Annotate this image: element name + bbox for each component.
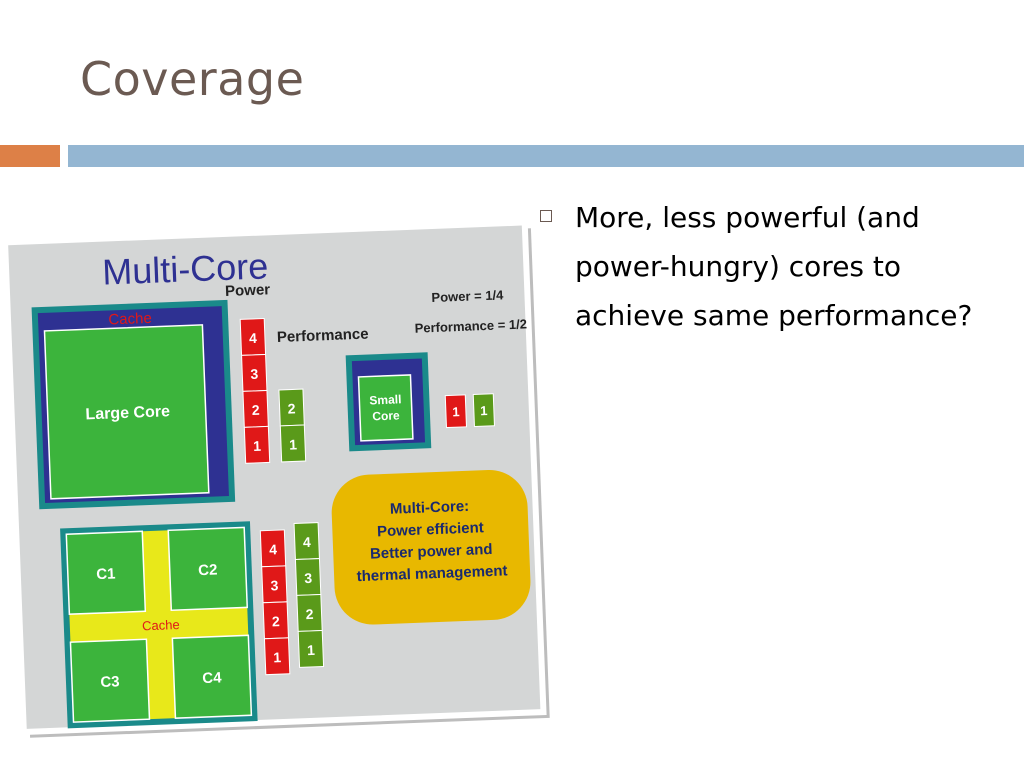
multicore-figure: Multi-Core Cache Large Core Power Perfor… (0, 190, 560, 750)
accent-bar-orange (0, 145, 60, 167)
quad-cache-label: Cache (142, 617, 180, 633)
figure-title: Multi-Core (101, 245, 268, 292)
bullet-item: More, less powerful (and power-hungry) c… (540, 193, 980, 340)
accent-bar-blue (68, 145, 1024, 167)
callout-line: Power efficient (377, 519, 484, 540)
perf-level: 2 (305, 606, 314, 622)
perf-level: 2 (287, 400, 296, 416)
core-label: C2 (198, 561, 218, 579)
small-perf-cell (472, 393, 495, 428)
small-power-level: 1 (452, 404, 460, 419)
perf-level: 4 (303, 534, 312, 550)
bullet-text: More, less powerful (and power-hungry) c… (575, 201, 973, 332)
performance-ratio: Performance = 1/2 (414, 316, 527, 335)
small-core (357, 374, 414, 442)
callout-line: Multi-Core: (390, 498, 470, 518)
power-level: 4 (269, 541, 278, 557)
callout-line: thermal management (356, 562, 507, 585)
callout-box (331, 469, 531, 625)
core-label: C3 (100, 673, 120, 691)
power-level: 1 (253, 438, 262, 454)
power-level: 4 (249, 330, 258, 346)
power-cell (263, 637, 291, 676)
multicore-diagram: Multi-Core Cache Large Core Power Perfor… (1, 219, 550, 738)
power-level: 1 (273, 649, 282, 665)
core-c3 (69, 638, 151, 723)
slide-title: Coverage (80, 52, 305, 106)
core-label: C1 (96, 565, 116, 583)
small-core-label: Core (372, 408, 400, 423)
square-bullet-icon (540, 210, 552, 222)
core-label: C4 (202, 669, 222, 687)
perf-cell (297, 629, 325, 668)
perf-level: 1 (307, 642, 316, 658)
large-core (43, 324, 210, 500)
power-cell (243, 425, 271, 464)
large-core-label: Large Core (85, 403, 170, 423)
bullet-list: More, less powerful (and power-hungry) c… (540, 193, 980, 340)
small-power-cell (444, 394, 467, 429)
power-label: Power (225, 281, 271, 300)
core-c1 (65, 530, 147, 615)
performance-label: Performance (277, 326, 369, 347)
perf-cell (279, 424, 307, 463)
cache-label: Cache (108, 310, 152, 329)
power-level: 2 (251, 402, 260, 418)
power-ratio: Power = 1/4 (431, 287, 504, 305)
perf-level: 3 (304, 570, 313, 586)
power-level: 2 (272, 613, 281, 629)
perf-level: 1 (289, 436, 298, 452)
callout-line: Better power and (370, 541, 493, 563)
large-perf-stack: 2 1 (278, 388, 307, 463)
power-level: 3 (270, 577, 279, 593)
multi-power-stack: 4 3 2 1 (259, 529, 291, 676)
core-c2 (167, 526, 249, 612)
large-power-stack: 4 3 2 1 (239, 317, 271, 464)
power-level: 3 (250, 366, 259, 382)
small-perf-level: 1 (480, 403, 488, 418)
core-c4 (171, 634, 253, 719)
small-core-label: Small (369, 392, 402, 407)
multi-perf-stack: 4 3 2 1 (293, 522, 325, 668)
